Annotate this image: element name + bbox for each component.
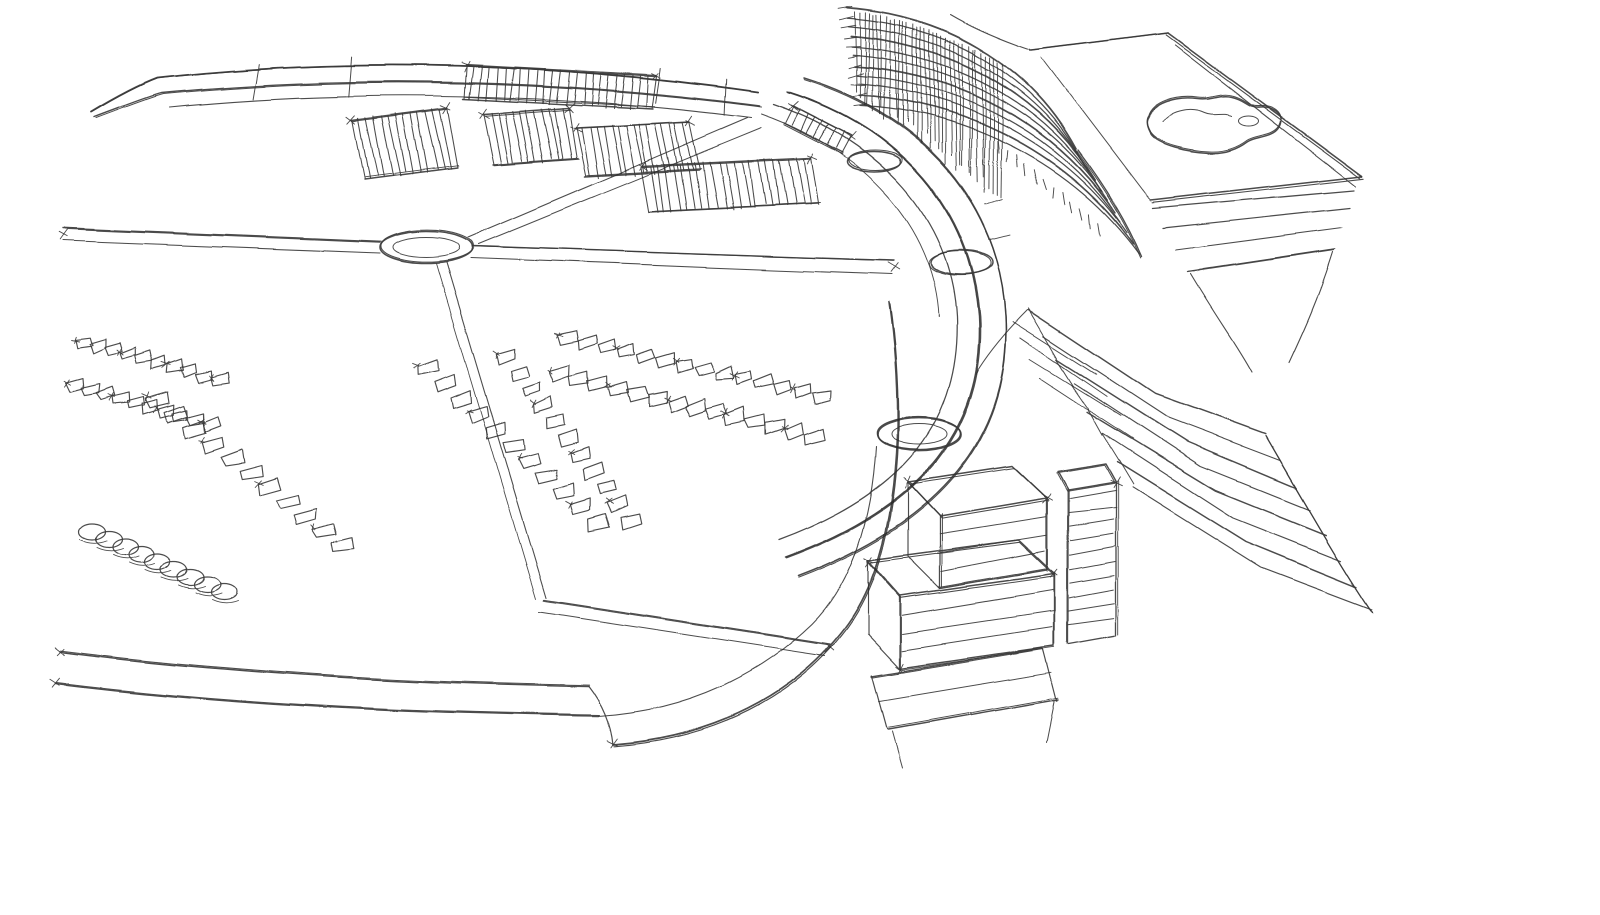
- ring-road-and-roundabouts: [761, 77, 1010, 579]
- stall-rows: [64, 330, 832, 604]
- plaza-edge: [49, 301, 899, 748]
- grand-stairs: [975, 307, 1373, 614]
- perimeter-road: [91, 56, 763, 119]
- hatched-planting-bands: [346, 101, 820, 214]
- viewing-deck-and-pond: [949, 13, 1365, 373]
- amphitheatre-terraces: [837, 5, 1142, 258]
- building-volumes: [864, 463, 1123, 769]
- central-hub-and-paths: [57, 117, 901, 657]
